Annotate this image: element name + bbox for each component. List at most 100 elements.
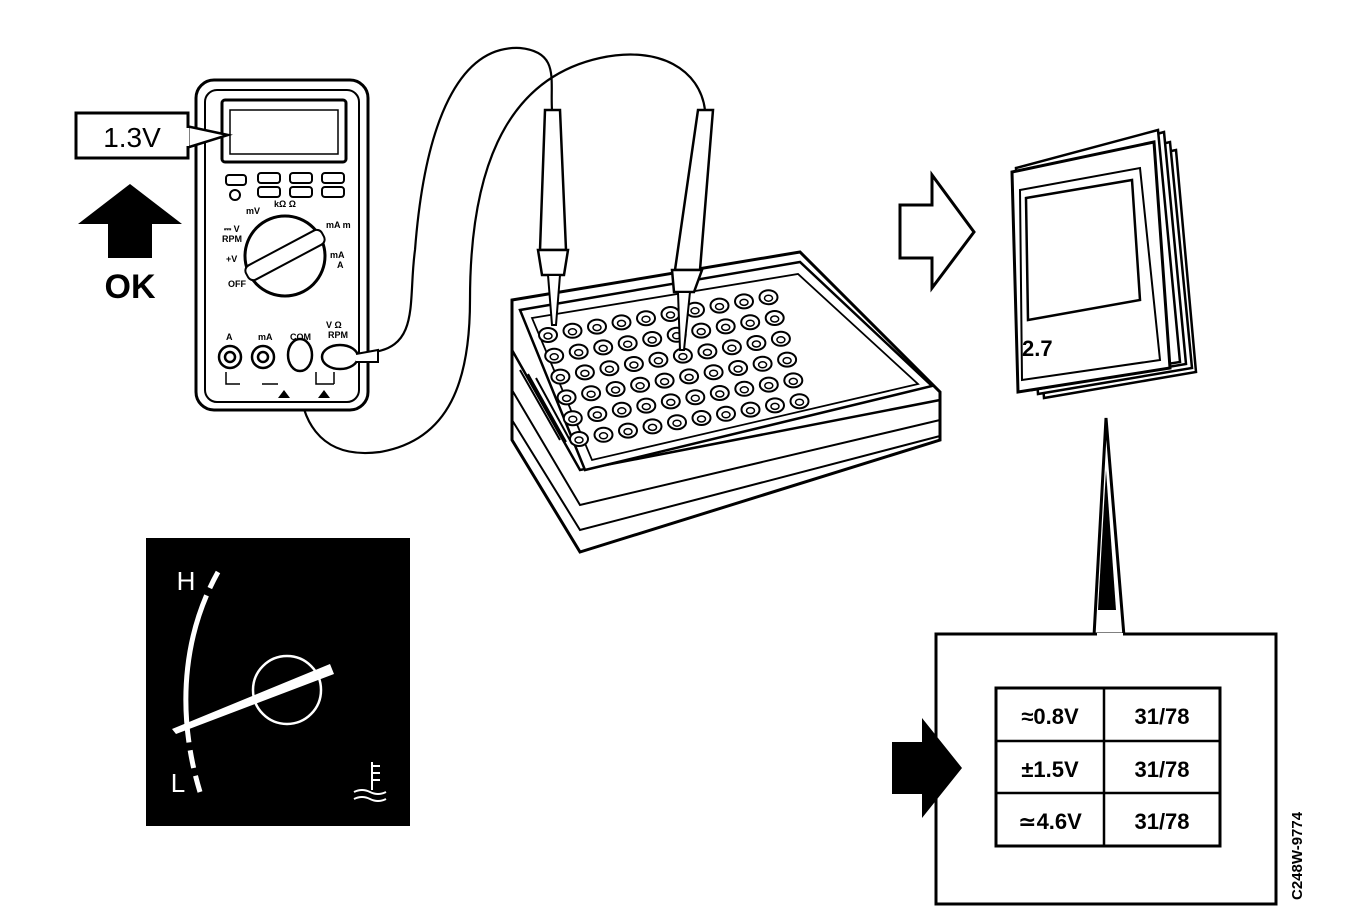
- connector-socket-hole: [727, 344, 737, 352]
- connector-socket-hole: [568, 415, 578, 423]
- connector-socket: [752, 355, 773, 372]
- connector-sockets: [538, 289, 810, 447]
- connector-socket: [765, 397, 785, 414]
- connector-socket: [636, 397, 657, 414]
- connector-socket-hole: [751, 340, 762, 348]
- connector-socket-hole: [733, 365, 743, 373]
- connector-socket: [716, 405, 736, 422]
- connector-socket: [709, 385, 730, 401]
- connector-socket-hole: [696, 415, 707, 423]
- connector-socket-hole: [586, 390, 596, 398]
- connector-socket: [758, 376, 779, 393]
- reading-callout: 1.3V: [74, 111, 233, 160]
- connector-socket: [685, 389, 706, 406]
- connector-socket: [764, 310, 785, 326]
- ok-label: OK: [105, 268, 156, 306]
- connector-socket: [587, 318, 607, 335]
- connector-socket: [587, 406, 608, 422]
- multimeter-buttons: [225, 172, 345, 198]
- connector-socket: [581, 385, 602, 402]
- gauge-needle: [172, 664, 334, 734]
- connector-socket: [568, 343, 589, 360]
- connector-socket: [636, 310, 656, 327]
- connector-side-pins: [519, 369, 573, 445]
- connector-socket-hole: [678, 352, 688, 361]
- spec-voltage-1: ≈0.8V: [1021, 704, 1079, 729]
- dial-label-plusv: +V: [226, 254, 237, 264]
- dial-label-kohm: kΩ Ω: [274, 199, 296, 209]
- dial-label-a: A: [337, 260, 344, 270]
- connector-socket-hole: [592, 411, 603, 419]
- dial-label-off: OFF: [228, 279, 246, 289]
- connector-socket-hole: [567, 328, 578, 336]
- connector-socket: [593, 426, 614, 443]
- connector-socket-hole: [776, 336, 786, 344]
- connector-socket-hole: [543, 332, 553, 340]
- connector-socket-hole: [721, 411, 731, 419]
- connector-socket-hole: [616, 319, 627, 328]
- multimeter-display: [220, 98, 348, 164]
- gauge-high-label: H: [177, 566, 196, 596]
- connector-socket: [623, 356, 644, 372]
- connector-socket: [691, 322, 712, 339]
- jack-label-rpm: RPM: [328, 330, 348, 340]
- dial-label-dcv: ⎓ V: [224, 224, 240, 234]
- connector-socket: [667, 414, 687, 431]
- connector-socket: [746, 335, 767, 351]
- dial-label-dcma: mA m: [326, 220, 351, 230]
- connector-socket-hole: [708, 369, 719, 377]
- connector-socket: [783, 372, 804, 389]
- connector-socket-hole: [653, 357, 664, 365]
- connector-socket: [728, 360, 749, 376]
- probe-left: [536, 108, 570, 326]
- jack-label-a: A: [226, 332, 233, 342]
- connector-socket: [574, 364, 595, 381]
- connector-socket-hole: [739, 298, 749, 307]
- figure-code: C248W-9774: [1289, 811, 1306, 900]
- connector-socket: [709, 297, 730, 314]
- connector-socket: [654, 372, 675, 389]
- connector-socket-hole: [647, 336, 657, 344]
- connector-socket-hole: [690, 394, 701, 402]
- connector-socket-hole: [622, 340, 633, 348]
- test-lead-wires: [298, 46, 707, 455]
- connector-socket: [630, 376, 651, 393]
- connector-socket-hole: [659, 377, 670, 386]
- connector-socket: [679, 368, 700, 385]
- right-pointer-icon: [892, 718, 962, 818]
- connector-socket-hole: [604, 365, 615, 373]
- spec-pins-2: 31/78: [1134, 757, 1189, 782]
- connector-socket: [611, 314, 632, 331]
- connector-socket-hole: [598, 344, 608, 353]
- connector-socket-hole: [794, 398, 805, 406]
- connector-socket: [721, 339, 742, 356]
- connector-socket-hole: [617, 407, 627, 415]
- connector-socket-hole: [610, 386, 621, 394]
- connector-socket-hole: [782, 356, 792, 365]
- connector-socket: [740, 314, 761, 331]
- connector-socket-hole: [561, 394, 572, 403]
- connector-socket-hole: [647, 423, 658, 432]
- connector-socket: [734, 293, 754, 310]
- connector-socket-hole: [666, 398, 676, 407]
- input-jacks: A mA COM V Ω RPM: [226, 320, 348, 342]
- connector-socket-hole: [684, 373, 694, 382]
- connector-socket: [715, 318, 736, 335]
- connector-socket-hole: [690, 307, 700, 315]
- connector-socket: [538, 327, 558, 343]
- connector-socket-hole: [574, 436, 584, 444]
- connector-socket-hole: [720, 323, 731, 332]
- manual-section: 2.7: [1022, 336, 1053, 361]
- connector-socket: [740, 401, 761, 418]
- connector-socket-hole: [696, 327, 706, 336]
- multimeter: mV kΩ Ω ⎓ V RPM mA m mA A +V OFF A mA CO…: [194, 78, 379, 412]
- connector-socket: [611, 401, 632, 418]
- connector-socket-hole: [757, 361, 768, 369]
- jack-label-ma: mA: [258, 332, 273, 342]
- manual-booklet: 2.7: [1010, 128, 1198, 400]
- connector-socket-hole: [769, 315, 780, 323]
- connector-socket-hole: [788, 377, 799, 386]
- right-arrow-icon: [898, 170, 976, 293]
- connector-socket-hole: [549, 353, 559, 361]
- probe-right: [670, 108, 715, 351]
